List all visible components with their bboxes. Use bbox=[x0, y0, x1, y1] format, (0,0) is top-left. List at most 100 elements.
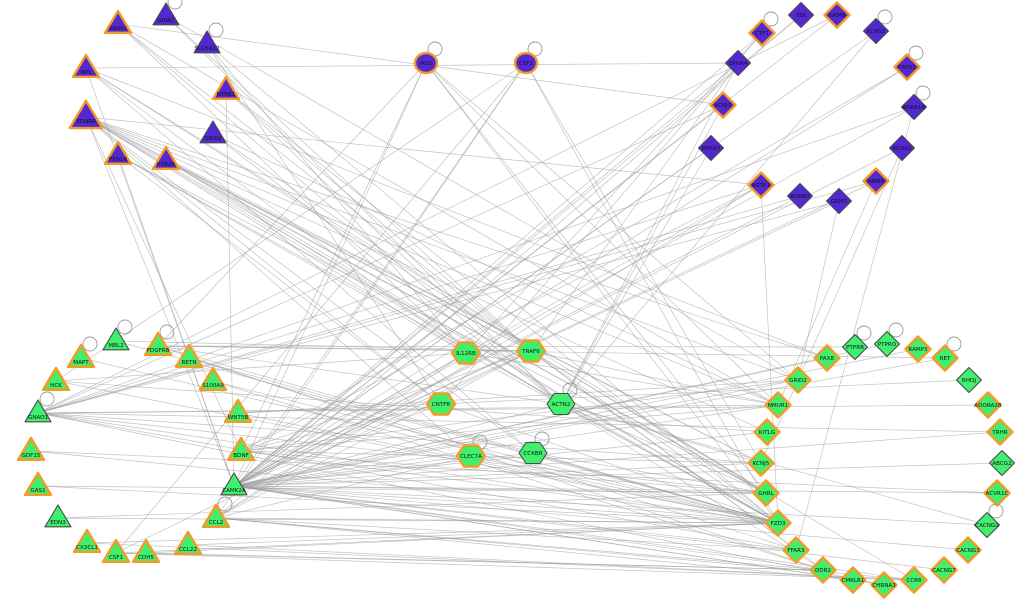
node-CCR6[interactable]: CCR6 bbox=[900, 566, 928, 594]
node-CACNG7[interactable]: CACNG7 bbox=[930, 556, 958, 584]
node-CACNG3[interactable]: CACNG3 bbox=[954, 536, 982, 564]
node-shape-ABCG2 bbox=[988, 449, 1016, 477]
edge-GNAO1-ADORA2B bbox=[37, 404, 989, 414]
node-IL12RB[interactable]: IL12RB bbox=[450, 341, 482, 365]
node-GAS1[interactable]: GAS1 bbox=[23, 471, 53, 497]
edge-MPL-PAX8 bbox=[85, 67, 828, 359]
node-shape-CAMK2A bbox=[220, 472, 248, 496]
node-PDGFRB[interactable]: PDGFRB bbox=[143, 324, 175, 357]
edge-GRM2-GRID2 bbox=[797, 200, 840, 381]
node-CX3CL1[interactable]: CX3CL1 bbox=[72, 528, 102, 554]
node-CCL22[interactable]: CCL22 bbox=[173, 530, 203, 556]
node-SLC6A12[interactable]: SLC6A12 bbox=[193, 22, 224, 54]
node-KITLG[interactable]: KITLG bbox=[753, 418, 781, 446]
node-shape-DDR2 bbox=[809, 556, 837, 584]
node-MBL2[interactable]: MBL2 bbox=[102, 319, 133, 351]
node-CNTFR[interactable]: CNTFR bbox=[425, 392, 457, 416]
node-PTPRB[interactable]: PTPRB bbox=[841, 325, 872, 361]
node-shape-GRIN1 bbox=[103, 9, 133, 35]
node-EDNRA[interactable]: EDNRA bbox=[68, 99, 104, 130]
node-shape-CHRNA3 bbox=[870, 571, 898, 599]
node-RHOJ[interactable]: RHOJ bbox=[955, 366, 983, 394]
edge-S100A9-FZD3 bbox=[212, 380, 779, 524]
edge-CCKBR-GHRL bbox=[532, 452, 767, 494]
node-GRM8[interactable]: GRM8 bbox=[823, 1, 851, 29]
node-DDR2[interactable]: DDR2 bbox=[809, 556, 837, 584]
edge-CAMK2A-ACVR1C bbox=[233, 485, 998, 494]
node-ACTN2[interactable]: ACTN2 bbox=[546, 382, 578, 416]
node-GRIK2[interactable]: GRIK2 bbox=[199, 120, 227, 144]
node-ADORA2B[interactable]: ADORA2B bbox=[974, 391, 1002, 419]
node-GRIN1[interactable]: GRIN1 bbox=[103, 9, 133, 35]
node-shape-TRPV1 bbox=[893, 53, 921, 81]
node-shape-MBL2 bbox=[102, 327, 130, 351]
edge-CSF2-CAMK2A bbox=[233, 62, 527, 487]
node-GHRL[interactable]: GHRL bbox=[752, 479, 780, 507]
node-shape-CCKBR bbox=[518, 441, 548, 465]
self-loop-TRPV1 bbox=[908, 45, 924, 61]
node-MAPT[interactable]: MAPT bbox=[66, 336, 98, 369]
edge-EDNRA-NMUR1 bbox=[85, 116, 779, 406]
node-PAX8[interactable]: PAX8 bbox=[813, 344, 841, 372]
node-shape-MAPT bbox=[66, 343, 96, 369]
edge-GNAO1-FZD3 bbox=[37, 412, 779, 524]
node-shape-CACNG7 bbox=[930, 556, 958, 584]
edge-CDH5-FZD3 bbox=[145, 522, 779, 554]
node-shape-CCL2 bbox=[201, 503, 231, 529]
edge-TRPV1-BDNF bbox=[240, 66, 908, 452]
node-shape-CCR6 bbox=[900, 566, 928, 594]
node-TRHR[interactable]: TRHR bbox=[986, 418, 1014, 446]
self-loop-SLC6A12 bbox=[208, 22, 224, 38]
node-EPHA7[interactable]: EPHA7 bbox=[697, 134, 725, 162]
node-GDF15[interactable]: GDF15 bbox=[16, 436, 46, 462]
edge-AGTR1-FZD3 bbox=[760, 184, 779, 524]
node-ABCG2[interactable]: ABCG2 bbox=[988, 449, 1016, 477]
node-GRM2[interactable]: GRM2 bbox=[825, 187, 853, 215]
node-RET[interactable]: RET bbox=[931, 336, 962, 372]
node-EPHA4[interactable]: EPHA4 bbox=[724, 49, 752, 77]
node-NMBR[interactable]: NMBR bbox=[862, 167, 890, 195]
node-shape-EPHA7 bbox=[697, 134, 725, 162]
edge-HCK-FZD3 bbox=[55, 380, 779, 524]
edge-ADRB3-CAMK2A bbox=[233, 195, 801, 487]
node-CSF2[interactable]: CSF2 bbox=[513, 41, 543, 75]
node-KCNA2[interactable]: KCNA2 bbox=[888, 134, 916, 162]
node-EDN3[interactable]: EDN3 bbox=[44, 504, 72, 528]
node-TRPV1[interactable]: TRPV1 bbox=[893, 45, 924, 81]
node-shape-CACNG3 bbox=[954, 536, 982, 564]
node-IRS1[interactable]: IRS1 bbox=[413, 41, 443, 75]
node-TRAF6[interactable]: TRAF6 bbox=[515, 339, 547, 363]
node-FZD3[interactable]: FZD3 bbox=[764, 509, 792, 537]
node-ADRA1D[interactable]: ADRA1D bbox=[900, 85, 931, 121]
node-NTRK1[interactable]: NTRK1 bbox=[211, 75, 241, 101]
edge-IRS1-BDNF bbox=[240, 62, 427, 452]
edge-WNT5B-RHOJ bbox=[237, 379, 970, 414]
node-KCNS1[interactable]: KCNS1 bbox=[862, 9, 893, 45]
node-GRIA2[interactable]: GRIA2 bbox=[152, 0, 183, 26]
node-KCNJ5[interactable]: KCNJ5 bbox=[747, 449, 775, 477]
node-RETN[interactable]: RETN bbox=[174, 343, 204, 369]
node-shape-RETN bbox=[174, 343, 204, 369]
node-CSF1[interactable]: CSF1 bbox=[101, 538, 131, 564]
edge-KCNJ3-GNAO1 bbox=[37, 104, 724, 414]
node-HCK[interactable]: HCK bbox=[41, 366, 71, 392]
node-CMKLR1[interactable]: CMKLR1 bbox=[839, 566, 867, 594]
node-CLEC7A[interactable]: CLEC7A bbox=[455, 434, 488, 468]
edge-MPL-CCKBR bbox=[85, 67, 534, 454]
node-shape-GRID2 bbox=[784, 366, 812, 394]
node-shape-IL12RB bbox=[450, 341, 482, 365]
self-loop-PTPRB bbox=[856, 325, 872, 341]
node-TEK[interactable]: TEK bbox=[787, 1, 815, 29]
edge-CNTFR-CAMK2A bbox=[233, 403, 442, 487]
node-MPL[interactable]: MPL bbox=[71, 53, 101, 79]
node-PTPRO[interactable]: PTPRO bbox=[873, 322, 904, 358]
node-AGTR1[interactable]: AGTR1 bbox=[747, 171, 775, 199]
node-shape-RHOJ bbox=[955, 366, 983, 394]
edge-EDNRA-KITLG bbox=[85, 116, 768, 433]
edge-HCK-KITLG bbox=[55, 380, 768, 433]
edge-GRIN1-ACTN2 bbox=[117, 23, 562, 405]
node-ACVR1C[interactable]: ACVR1C bbox=[983, 479, 1011, 507]
node-CACNG2[interactable]: CACNG2 bbox=[973, 503, 1004, 539]
node-shape-RET bbox=[931, 344, 959, 372]
